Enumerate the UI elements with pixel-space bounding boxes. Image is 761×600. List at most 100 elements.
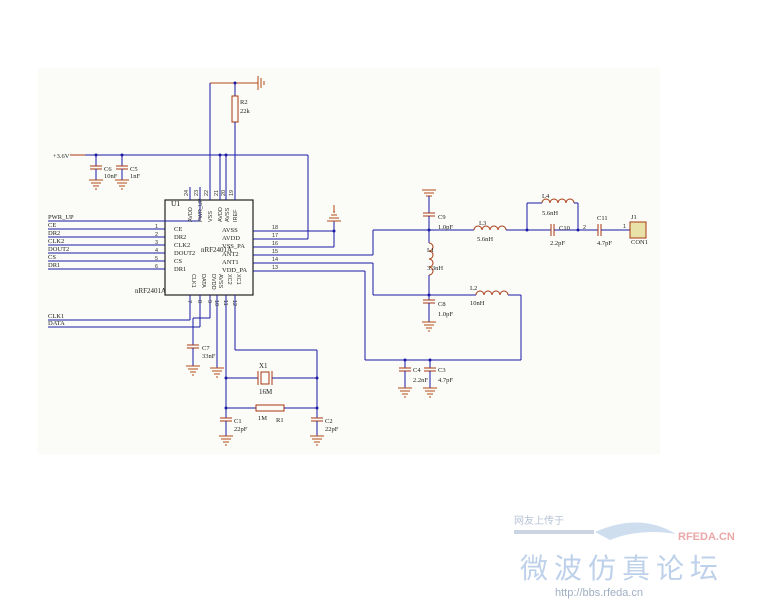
c8-value: 1.0pF	[438, 311, 453, 318]
c4-ref: C4	[413, 367, 421, 374]
l2-ref: L2	[470, 285, 477, 292]
net-dr1: DR1	[48, 262, 60, 269]
net-pwr-up: PWR_UP	[48, 214, 74, 221]
c5-value: 1nF	[130, 173, 141, 180]
svg-text:XC2: XC2	[226, 274, 232, 285]
crystal-x1: X1 16M	[226, 362, 317, 396]
svg-text:CS: CS	[174, 258, 182, 265]
net-cs: CS	[48, 254, 56, 261]
left-net-wires	[48, 200, 201, 328]
ground-symbol-right	[327, 205, 341, 222]
svg-text:12: 12	[231, 300, 237, 306]
svg-text:CLK1: CLK1	[190, 274, 196, 288]
svg-text:3: 3	[155, 240, 158, 246]
svg-text:PWR_UP: PWR_UP	[198, 198, 204, 222]
svg-text:23: 23	[194, 190, 200, 196]
j1-value: CON1	[631, 239, 648, 246]
r1-ref: R1	[276, 417, 284, 424]
svg-text:10: 10	[213, 300, 219, 306]
c7-value: 33nF	[202, 353, 216, 360]
capacitor-c11: C11 4.7pF	[597, 215, 630, 247]
r2-value: 22k	[240, 108, 251, 115]
c9-value: 1.0pF	[438, 224, 453, 231]
net-dout2: DOUT2	[48, 246, 69, 253]
resistor-r2: R2 22k	[231, 95, 251, 123]
wing-logo-icon	[595, 522, 676, 540]
svg-text:DR2: DR2	[174, 234, 186, 241]
right-side-wires	[253, 221, 522, 361]
svg-text:7: 7	[186, 300, 192, 303]
c2-value: 22pF	[325, 426, 339, 433]
capacitor-c10: C10 2.2pF	[527, 224, 598, 247]
svg-text:14: 14	[272, 257, 278, 263]
svg-text:20: 20	[221, 190, 227, 196]
chip-left-pins: 1 2 3 4 5 6 CE DR2 CLK2 DOUT2 CS DR1	[155, 224, 195, 273]
chip-ref: U1	[171, 199, 180, 208]
svg-text:AVDD: AVDD	[218, 207, 224, 222]
svg-text:1: 1	[155, 224, 158, 230]
c1-ref: C1	[234, 418, 242, 425]
x1-value: 16M	[259, 388, 273, 396]
c3-value: 4.7pF	[438, 377, 453, 384]
connector-j1: J1 CON1 1 2	[583, 214, 648, 246]
c11-value: 4.7pF	[597, 240, 612, 247]
l1-value: 3.3nH	[427, 265, 443, 272]
svg-text:CE: CE	[174, 226, 182, 233]
watermark-url: http://bbs.rfeda.cn	[555, 587, 643, 599]
watermark: 网友上传于 RFEDA.CN 微波仿真论坛 http://bbs.rfeda.c…	[514, 514, 735, 599]
svg-text:VDD_PA: VDD_PA	[222, 267, 247, 274]
svg-text:XC1: XC1	[235, 274, 241, 285]
svg-text:17: 17	[272, 233, 278, 239]
net-clk1: CLK1	[48, 313, 64, 320]
c7-ref: C7	[202, 345, 210, 352]
chip-right-pins: AVSS AVDD VSS_PA ANT2 ANT1 VDD_PA 18 17 …	[222, 225, 278, 274]
svg-text:AVDD: AVDD	[188, 207, 194, 222]
svg-text:DVDD: DVDD	[210, 274, 216, 290]
net-labels: PWR_UP CE DR2 CLK2 DOUT2 CS DR1 CLK1 DAT…	[48, 214, 74, 327]
inductor-l4: L4 5.6nH	[526, 193, 579, 230]
svg-text:24: 24	[184, 190, 190, 196]
svg-text:AVSS: AVSS	[225, 207, 231, 222]
svg-text:IREF: IREF	[233, 209, 239, 222]
capacitor-c6: C6 10nF	[89, 155, 118, 190]
resistor-r1: 1M R1	[226, 404, 317, 424]
c3-ref: C3	[438, 367, 446, 374]
watermark-title: 微波仿真论坛	[520, 553, 724, 584]
svg-text:AVDD: AVDD	[222, 235, 240, 242]
r1-value: 1M	[258, 415, 267, 422]
inductor-l2: L2 10nH	[468, 285, 509, 307]
capacitor-c5: C5 1nF	[115, 155, 141, 190]
svg-text:CLK2: CLK2	[174, 242, 190, 249]
svg-text:DOUT2: DOUT2	[174, 250, 195, 257]
l2-value: 10nH	[470, 300, 485, 307]
watermark-brand: RFEDA.CN	[678, 531, 735, 543]
supply-label: +3.6V	[53, 153, 70, 160]
net-ce: CE	[48, 222, 56, 229]
l3-value: 5.6nH	[477, 236, 493, 243]
svg-text:ANT1: ANT1	[222, 259, 239, 266]
svg-text:18: 18	[272, 225, 278, 231]
c6-ref: C6	[104, 166, 112, 173]
capacitor-c7: C7 33nF	[186, 317, 216, 376]
svg-text:6: 6	[155, 264, 158, 270]
svg-text:4: 4	[155, 248, 158, 254]
svg-text:ANT2: ANT2	[222, 251, 239, 258]
inductor-l1: L1 3.3nH	[427, 242, 443, 300]
watermark-slogan: 网友上传于	[514, 514, 564, 527]
c9-ref: C9	[438, 214, 446, 221]
svg-text:13: 13	[272, 265, 278, 271]
c6-value: 10nF	[104, 173, 118, 180]
l4-value: 5.6nH	[542, 210, 558, 217]
x1-ref: X1	[259, 362, 268, 370]
c10-ref: C10	[559, 225, 570, 232]
svg-text:2: 2	[155, 232, 158, 238]
capacitor-c1: C1 22pF	[219, 408, 248, 446]
svg-text:16: 16	[272, 241, 278, 247]
net-data: DATA	[48, 320, 65, 327]
chip-top-pins: AVDD PWR_UP VSS AVDD AVSS IREF 24 23 22 …	[184, 190, 239, 222]
chip-name: nRF2401A	[201, 246, 232, 254]
svg-text:VSS: VSS	[208, 211, 214, 222]
capacitor-c8: C8 1.0pF	[422, 299, 453, 332]
l1-ref: L1	[427, 247, 434, 254]
